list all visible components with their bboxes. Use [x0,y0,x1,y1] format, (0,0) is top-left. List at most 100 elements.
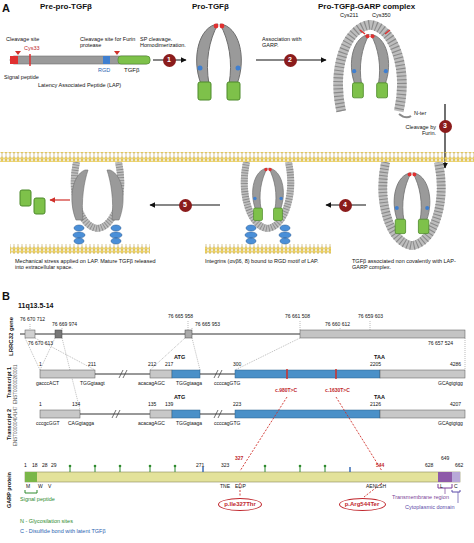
text-label: SP cleavage. Homodimerization. [140,36,190,49]
rotated-label: ENST00000404147 [13,406,18,446]
text-label: GCAgtgtgg [438,381,463,387]
text-label: M [26,484,30,490]
step-circle: 2 [284,54,297,67]
text-label: gacccACT [36,381,59,387]
text-label: TAA [374,394,385,400]
text-label: ATG [174,394,185,400]
text-label: 211 [88,362,96,368]
text-label: 76 660 612 [325,322,350,328]
text-label: 4286 [450,362,461,368]
text-label: Association with GARP. [262,36,314,49]
node-text: 5 [183,201,187,209]
text-label: TGFβ [124,67,139,74]
node-text: p.Ile327Thr [224,501,256,508]
text-label: 649 [441,456,449,462]
text-label: ccccagGTG [214,421,240,427]
text-label: Pro-TGFβ [192,2,229,11]
text-label: 544 [376,463,384,469]
text-label: TAA [374,354,385,360]
text-label: TGGgtaaga [176,421,202,427]
rotated-label: LRRC32 gene [8,317,15,356]
text-label: Cys211 [340,12,358,18]
node-text: 1 [167,56,171,64]
text-label: 134 [72,402,80,408]
text-label: 18 [32,463,38,469]
text-label: GCAgtgtgg [438,421,463,427]
text-label: RGD [98,67,110,73]
text-label: 76 665 958 [168,314,193,320]
text-label: Cys350 [372,12,391,18]
text-label: Cys33 [24,45,40,51]
text-label: Pre-pro-TGFβ [40,2,92,11]
text-label: c.1630T>C [325,388,350,394]
text-label: Cleavage by Furin. [390,124,436,137]
text-label: acacagAGC [138,381,165,387]
text-label: 76 670 712 [20,317,45,323]
text-label: 212 [148,362,156,368]
text-label: 2126 [370,402,381,408]
rotated-label: ENST00000260061 [13,364,18,404]
text-label: 11q13.5-14 [18,302,53,310]
step-circle: 4 [339,199,352,212]
text-label: Transmembrane region [392,494,449,500]
step-circle: 3 [439,120,452,133]
step-circle: 1 [163,54,176,67]
text-label: Mechanical stress applied on LAP. Mature… [15,258,165,271]
text-label: L [440,484,443,490]
text-label: Cleavage site for Furin protease [80,36,138,49]
text-label: 662 [455,463,463,469]
text-label: Signal peptide [20,496,55,502]
text-label: Integrins (αvβ6, 8) bound to RGD motif o… [205,258,330,264]
text-label: B [2,290,10,303]
text-label: CAGgtagga [68,421,94,427]
text-label: ATG [174,354,185,360]
node-text: p.Arg544Ter [345,501,380,508]
text-label: TNE [220,484,230,490]
text-label: 76 661 508 [285,314,310,320]
text-label: Signal peptide [4,74,39,80]
text-label: 76 659 603 [358,314,383,320]
text-label: C [454,484,458,490]
text-label: 223 [233,402,241,408]
rotated-label: Transcript 1 [6,367,12,398]
text-label: Pro-TGFβ-GARP complex [318,2,415,11]
text-label: 1 [24,463,27,469]
node-text: 3 [443,122,447,130]
text-label: Cytoplasmic domain [405,504,455,510]
text-label: 300 [233,362,241,368]
text-label: AENLSH [366,484,386,490]
text-label: 1 [39,402,42,408]
text-label: W [38,484,43,490]
text-label: 76 669 974 [52,322,77,328]
text-label: 28 [42,463,48,469]
text-label: 76 665 953 [195,322,220,328]
rotated-label: GARP protein [6,472,12,508]
text-label: 217 [165,362,173,368]
text-label: TGGgtaaga [176,381,202,387]
text-label: TGFβ associated non covalently with LAP-… [352,258,470,271]
mutation-oval: p.Ile327Thr [218,498,262,511]
text-label: 76 670 613 [28,341,53,347]
step-circle: 5 [179,199,192,212]
text-label: A [2,2,10,15]
text-label: 139 [165,402,173,408]
text-label: N-ter [414,110,426,116]
text-label: V [48,484,51,490]
text-label: 327 [235,456,243,462]
text-label: 135 [148,402,156,408]
text-label: N - Glycosilation sites [20,518,73,524]
text-label: C - Disulfide bond with latent TGFβ [20,528,106,534]
mutation-oval: p.Arg544Ter [339,498,386,511]
text-label: 1 [39,362,42,368]
text-label: acacagAGC [138,421,165,427]
text-label: 271 [196,463,204,469]
text-label: 76 657 524 [428,341,453,347]
text-label: ELIP [235,484,246,490]
text-label: 29 [51,463,57,469]
text-label: c.980T>C [275,388,297,394]
text-label: 4207 [450,402,461,408]
rotated-label: Transcript 2 [6,409,12,440]
text-label: Cleavage site [6,36,39,42]
text-label: cccgcGGT [36,421,60,427]
